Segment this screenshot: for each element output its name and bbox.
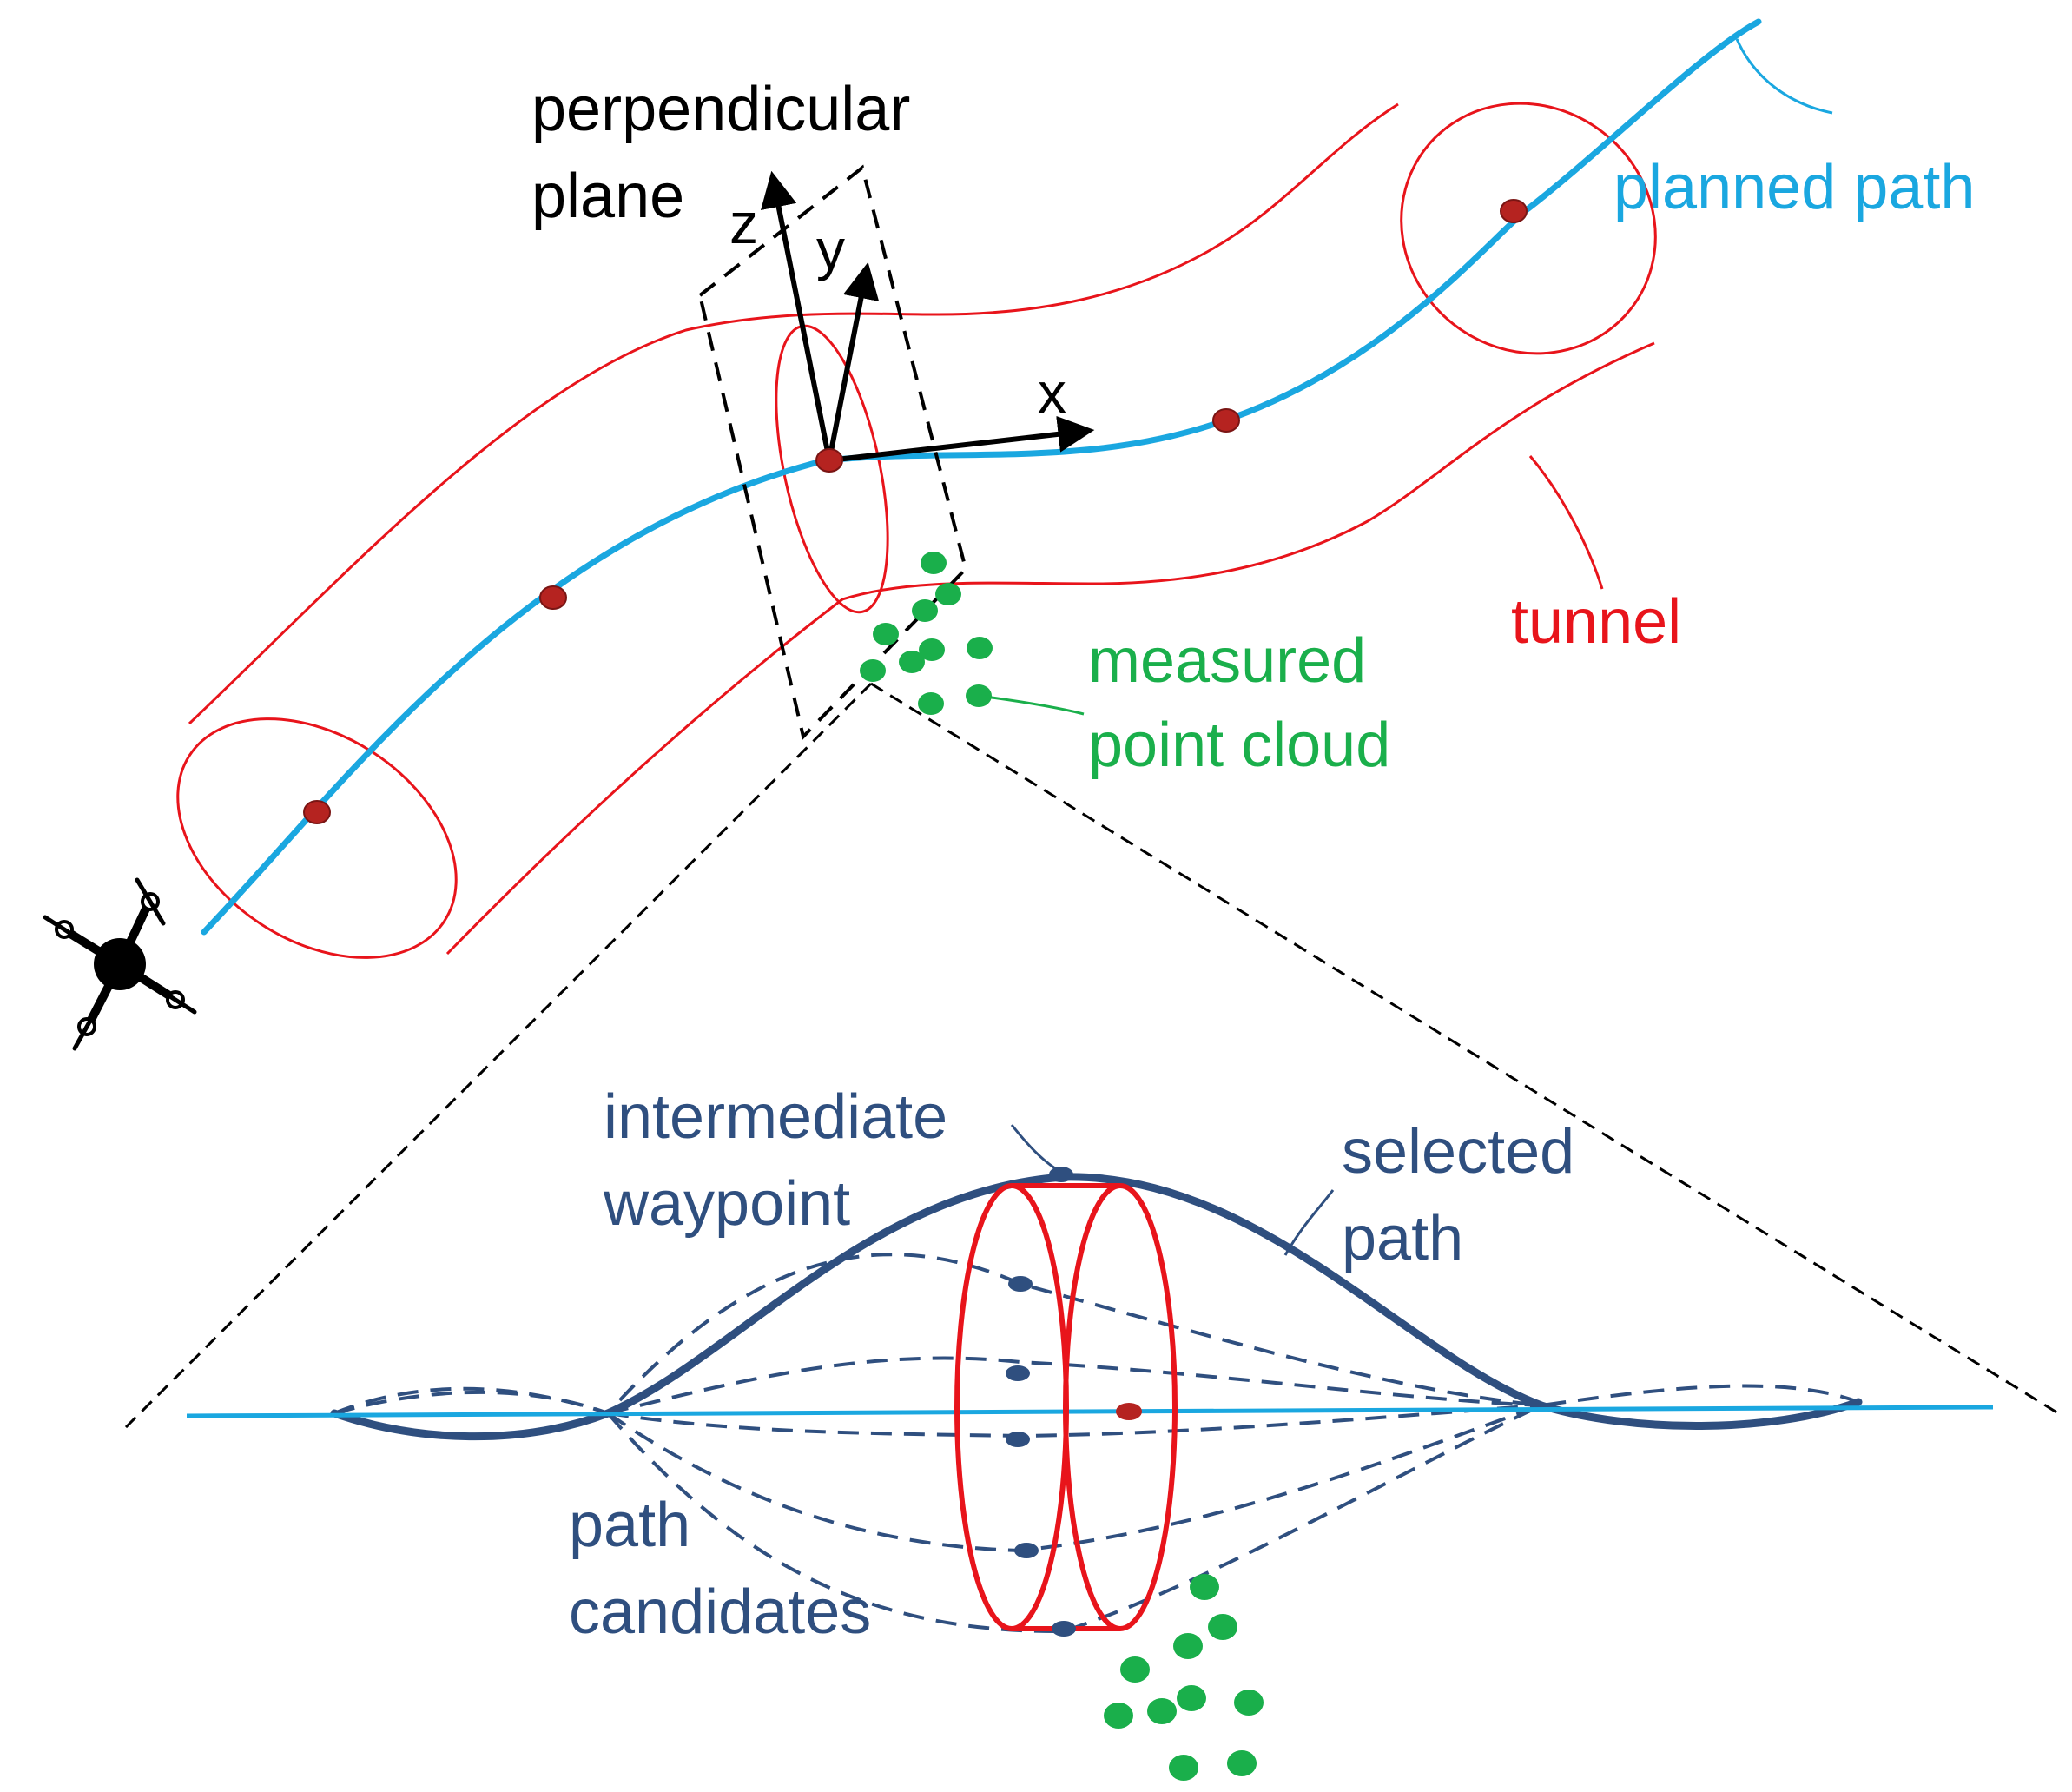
y-axis-label: y [816,217,845,281]
point [1190,1574,1219,1600]
tunnel-cross-section [954,1183,1178,1631]
selected-path-leader-line [1283,1189,1335,1256]
point [1169,1755,1198,1781]
point [860,659,886,682]
z-axis-arrow [760,170,832,461]
point [1120,1656,1150,1683]
point [919,638,945,661]
measured-point-cloud-label-line2: point cloud [1088,711,1390,780]
intermediate-waypoint-marker [1049,1167,1073,1182]
intermediate-waypoint-label-line1: intermediate [604,1082,947,1152]
tunnel-lower-edge [445,341,1655,956]
point [899,651,925,673]
quadcopter-drone-icon [43,877,197,1051]
intermediate-waypoint-leader-line [1010,1124,1056,1170]
point [912,599,938,622]
z-axis-label: z [729,191,758,255]
selected-path-label-line2: path [1342,1204,1463,1273]
tunnel-upper-edge [188,102,1399,725]
perpendicular-plane-label-line1: perpendicular [531,75,910,144]
planned-path-waypoints [303,199,1528,824]
planned-path-zoomed [186,1405,1994,1418]
candidate-waypoint [1006,1365,1030,1381]
x-axis-arrow [828,415,1095,463]
tunnel-ring-end [1400,102,1657,355]
waypoint [1500,199,1528,223]
planned-path-leader-line [1735,38,1833,115]
point [873,623,899,645]
measured-point-cloud-label-line1: measured [1088,626,1366,696]
path-candidates-label-line2: candidates [569,1577,871,1647]
planned-path [201,18,1762,936]
planned-path-label: planned path [1613,153,1975,222]
tunnel [176,102,1657,959]
candidate-path [333,1390,609,1415]
zoom-guide-left [120,682,873,1433]
candidate-path [606,1404,1542,1634]
point [935,583,961,605]
candidate-waypoint [1014,1543,1039,1558]
point-cloud-leader-line [978,694,1085,716]
point [1227,1750,1257,1776]
point [1234,1690,1264,1716]
path-candidates-label-line1: path [569,1491,690,1560]
point [918,692,944,715]
candidate-path [607,1356,1542,1415]
candidate-waypoint [1008,1276,1033,1292]
planned-waypoint-zoomed [1116,1403,1142,1420]
planned-path-curve [201,18,1762,936]
tunnel-leader-line [1528,455,1604,590]
point [1173,1633,1203,1659]
waypoint [1212,408,1240,433]
point [1177,1685,1206,1711]
waypoint [303,800,331,824]
waypoint [539,585,567,610]
candidate-path [607,1404,1542,1438]
candidate-path [606,1404,1542,1553]
point [1147,1698,1177,1724]
candidate-waypoint [1006,1432,1030,1447]
coordinate-axes [760,170,1095,463]
tunnel-section-back [954,1183,1069,1631]
point [1208,1614,1237,1640]
candidate-waypoints [1006,1167,1076,1637]
waypoint [815,448,843,473]
selected-path-label-line1: selected [1342,1117,1574,1187]
tunnel-label: tunnel [1511,587,1681,657]
tunnel-ring-start [176,717,458,959]
zoom-guide-right [870,682,2063,1418]
x-axis-label: x [1038,360,1066,425]
point [921,552,947,574]
candidate-path [333,1253,1859,1416]
candidate-waypoint [1052,1621,1076,1637]
path-candidates [333,1253,1859,1634]
point-cloud-top [860,552,993,715]
perpendicular-plane-label-line2: plane [531,162,684,231]
perpendicular-plane [697,164,968,741]
point [1104,1703,1133,1729]
point [967,637,993,659]
zoom-guides [120,682,2063,1433]
point-cloud-bottom [1104,1574,1264,1781]
y-axis-arrow [827,261,880,461]
intermediate-waypoint-label-line2: waypoint [603,1169,850,1239]
